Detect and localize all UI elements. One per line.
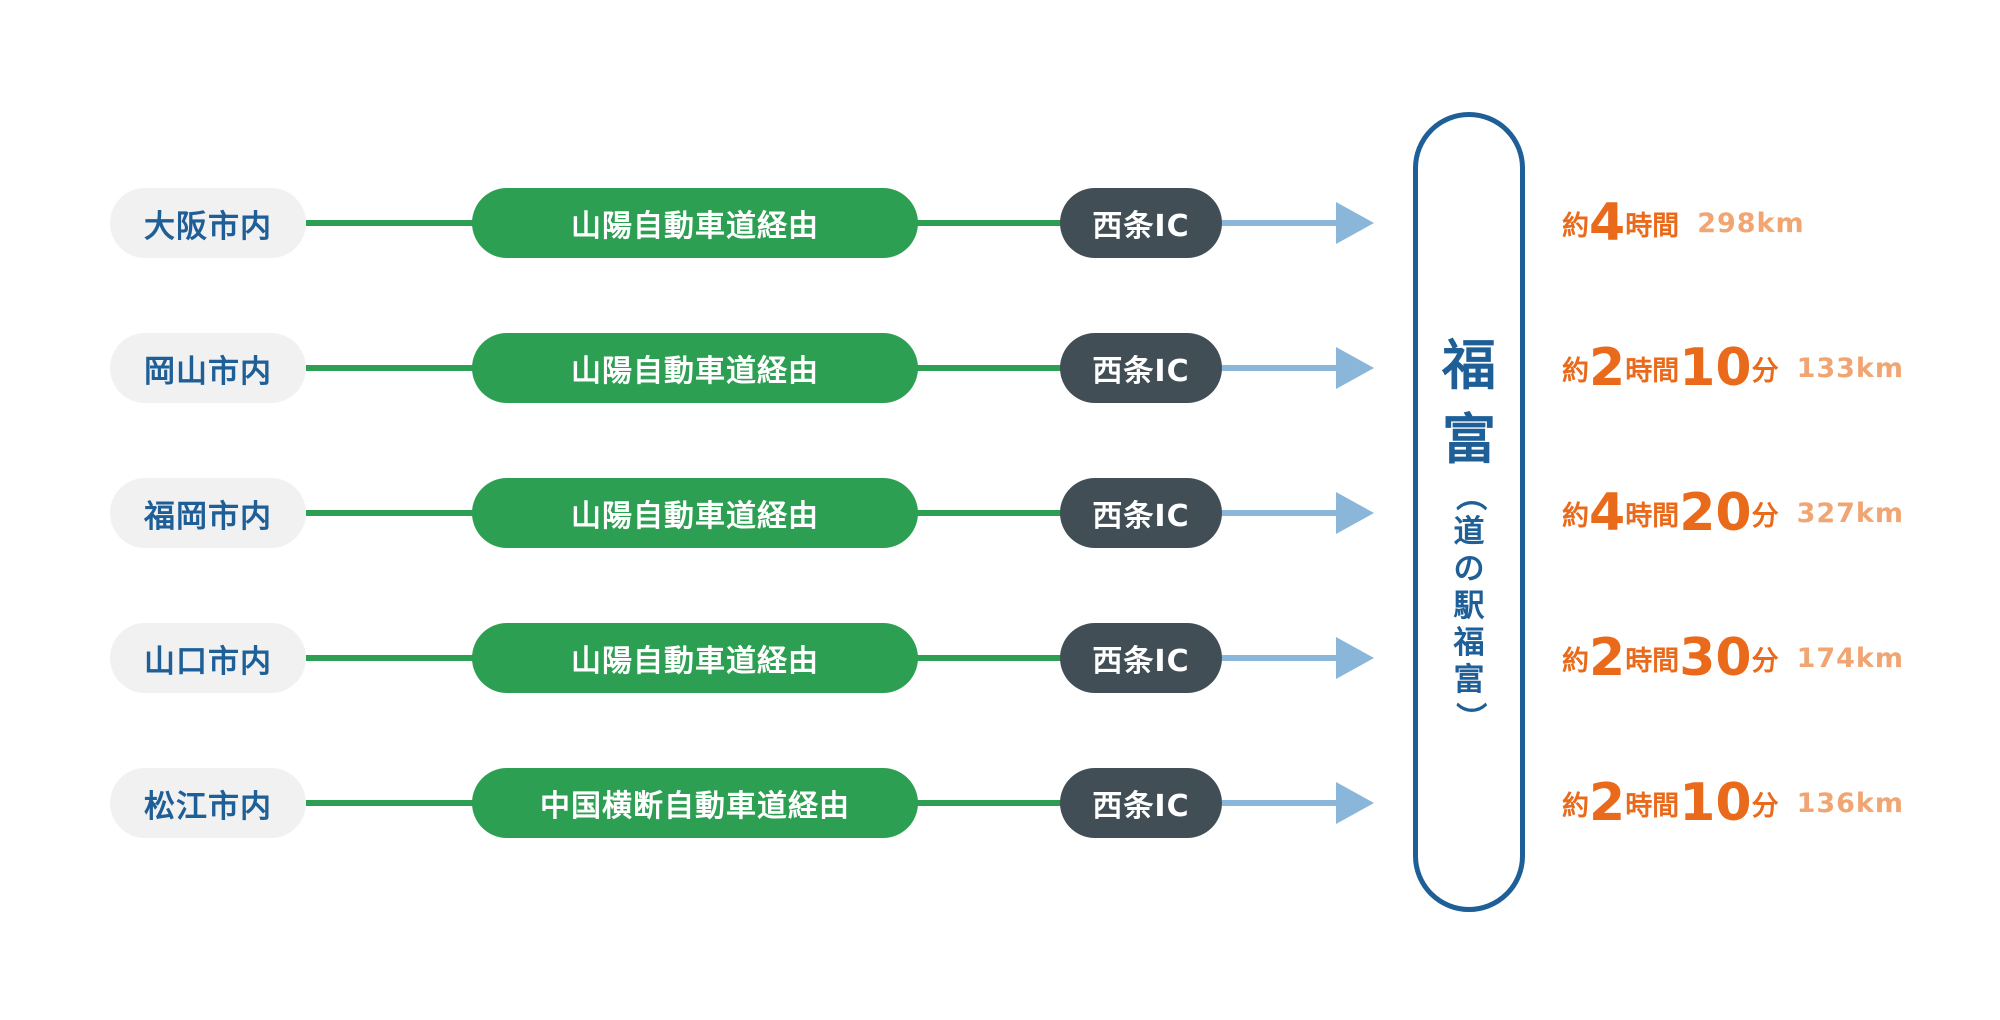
arrow-right-icon (1336, 782, 1374, 824)
interchange-label: 西条IC (1060, 333, 1222, 403)
hours-unit: 時間 (1625, 355, 1680, 387)
interchange-label: 西条IC (1060, 623, 1222, 693)
origin-label: 山口市内 (110, 623, 306, 693)
minutes-unit: 分 (1751, 500, 1779, 532)
subtitle-char: 福 (1453, 625, 1485, 661)
travel-time: 約 2 時間 10 分 133km (1562, 333, 1904, 403)
subtitle-char: 富 (1453, 662, 1485, 698)
origin-label: 福岡市内 (110, 478, 306, 548)
approx-label: 約 (1562, 645, 1589, 677)
route-row-matsue: 松江市内 中国横断自動車道経由 西条IC 約 2 時間 10 分 136km (0, 768, 2000, 838)
hours-value: 4 (1589, 193, 1626, 253)
hours-unit: 時間 (1625, 645, 1680, 677)
travel-time: 約 4 時間 298km (1562, 188, 1805, 258)
route-row-osaka: 大阪市内 山陽自動車道経由 西条IC 約 4 時間 298km (0, 188, 2000, 258)
approx-label: 約 (1562, 355, 1589, 387)
distance-value: 133km (1796, 352, 1905, 384)
destination-subtitle: （ 道 の 駅 福 富 ） (1418, 477, 1520, 736)
minutes-unit: 分 (1751, 790, 1779, 822)
origin-label: 岡山市内 (110, 333, 306, 403)
arrow-right-icon (1336, 492, 1374, 534)
subtitle-char: 道 (1453, 514, 1485, 550)
minutes-value: 10 (1679, 773, 1752, 833)
hours-unit: 時間 (1625, 500, 1680, 532)
destination-name-char: 富 (1442, 408, 1496, 471)
via-route-label: 山陽自動車道経由 (472, 188, 918, 258)
distance-value: 298km (1697, 207, 1805, 239)
route-row-fukuoka: 福岡市内 山陽自動車道経由 西条IC 約 4 時間 20 分 327km (0, 478, 2000, 548)
minutes-unit: 分 (1751, 355, 1779, 387)
via-route-label: 山陽自動車道経由 (472, 478, 918, 548)
arrow-shaft (1222, 365, 1342, 371)
arrow-right-icon (1336, 202, 1374, 244)
interchange-label: 西条IC (1060, 188, 1222, 258)
route-row-okayama: 岡山市内 山陽自動車道経由 西条IC 約 2 時間 10 分 133km (0, 333, 2000, 403)
interchange-label: 西条IC (1060, 478, 1222, 548)
minutes-value: 30 (1679, 628, 1752, 688)
subtitle-open-paren: （ (1451, 480, 1488, 511)
subtitle-char: の (1453, 551, 1485, 587)
travel-time: 約 2 時間 10 分 136km (1562, 768, 1904, 838)
arrow-right-icon (1336, 347, 1374, 389)
hours-value: 2 (1589, 773, 1626, 833)
minutes-unit: 分 (1751, 645, 1779, 677)
minutes-value: 10 (1679, 338, 1752, 398)
minutes-value: 20 (1679, 483, 1752, 543)
origin-label: 松江市内 (110, 768, 306, 838)
arrow-shaft (1222, 800, 1342, 806)
destination-name: 福 富 (1418, 329, 1520, 477)
approx-label: 約 (1562, 790, 1589, 822)
hours-unit: 時間 (1625, 210, 1680, 242)
destination-box: 福 富 （ 道 の 駅 福 富 ） (1413, 112, 1525, 912)
origin-label: 大阪市内 (110, 188, 306, 258)
hours-unit: 時間 (1625, 790, 1680, 822)
distance-value: 136km (1796, 787, 1905, 819)
distance-value: 174km (1796, 642, 1905, 674)
via-route-label: 中国横断自動車道経由 (472, 768, 918, 838)
travel-time: 約 2 時間 30 分 174km (1562, 623, 1904, 693)
arrow-shaft (1222, 510, 1342, 516)
interchange-label: 西条IC (1060, 768, 1222, 838)
approx-label: 約 (1562, 210, 1589, 242)
subtitle-close-paren: ） (1451, 702, 1488, 733)
via-route-label: 山陽自動車道経由 (472, 623, 918, 693)
subtitle-char: 駅 (1453, 588, 1485, 624)
hours-value: 4 (1589, 483, 1626, 543)
destination-name-char: 福 (1442, 334, 1496, 397)
distance-value: 327km (1796, 497, 1905, 529)
via-route-label: 山陽自動車道経由 (472, 333, 918, 403)
arrow-shaft (1222, 655, 1342, 661)
travel-time: 約 4 時間 20 分 327km (1562, 478, 1904, 548)
arrow-shaft (1222, 220, 1342, 226)
route-row-yamaguchi: 山口市内 山陽自動車道経由 西条IC 約 2 時間 30 分 174km (0, 623, 2000, 693)
hours-value: 2 (1589, 338, 1626, 398)
arrow-right-icon (1336, 637, 1374, 679)
hours-value: 2 (1589, 628, 1626, 688)
approx-label: 約 (1562, 500, 1589, 532)
